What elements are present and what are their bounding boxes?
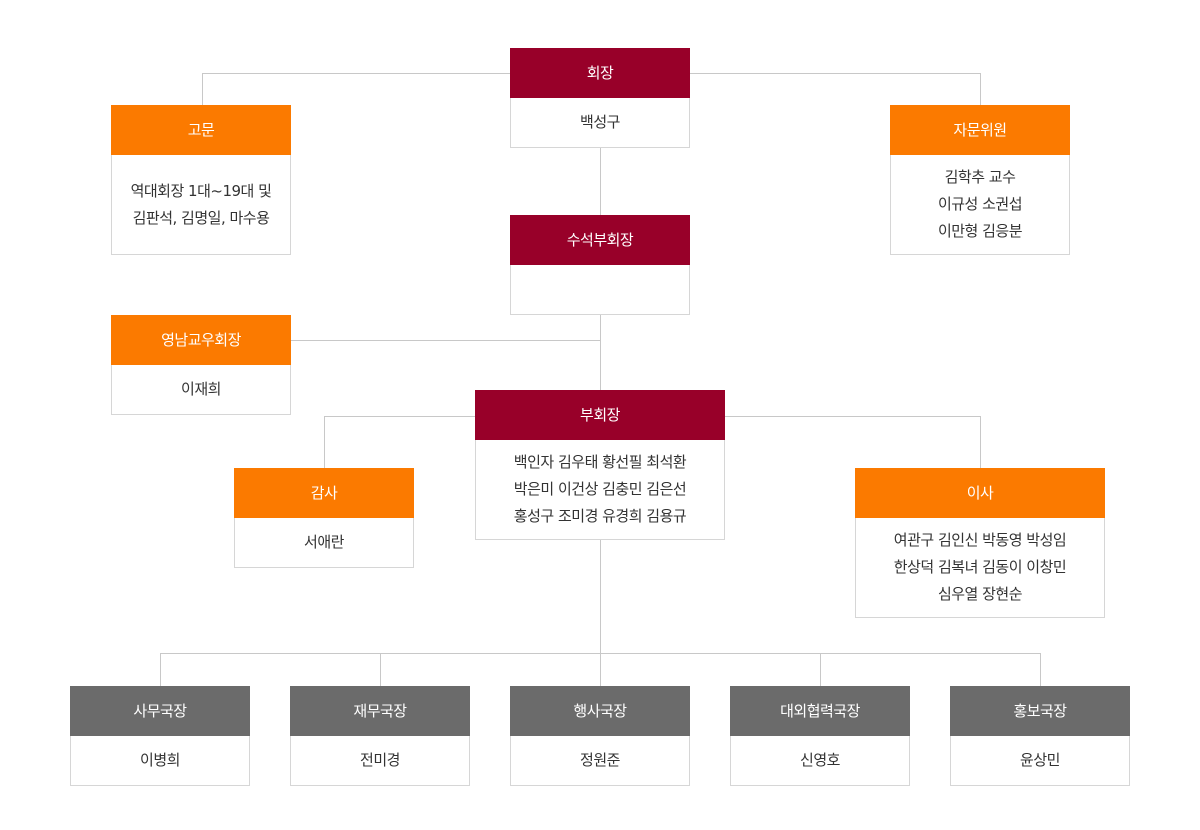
directors-title: 이사 (855, 468, 1105, 518)
auditor-members: 서애란 (234, 518, 414, 568)
directors-box: 이사 여관구 김인신 박동영 박성임 한상덕 김복녀 김동이 이창민 심우열 장… (855, 468, 1105, 618)
member-line: 한상덕 김복녀 김동이 이창민 (893, 558, 1067, 576)
chairman-title: 회장 (510, 48, 690, 98)
member-line: 여관구 김인신 박동영 박성임 (893, 531, 1067, 549)
member-line: 이만형 김응분 (937, 222, 1023, 240)
vice-chairman-box: 부회장 백인자 김우태 황선필 최석환 박은미 이건상 김충민 김은선 홍성구 … (475, 390, 725, 540)
connector-line (160, 653, 1040, 654)
pr-director-title: 홍보국장 (950, 686, 1130, 736)
events-director-box: 행사국장 정원준 (510, 686, 690, 786)
vice-chairman-title: 부회장 (475, 390, 725, 440)
connector-line (980, 73, 981, 105)
directors-members: 여관구 김인신 박동영 박성임 한상덕 김복녀 김동이 이창민 심우열 장현순 (855, 518, 1105, 618)
member-name: 이재희 (181, 380, 221, 398)
advisor-title: 고문 (111, 105, 291, 155)
member-name: 정원준 (580, 751, 620, 769)
advisory-committee-title: 자문위원 (890, 105, 1070, 155)
senior-vice-chairman-title: 수석부회장 (510, 215, 690, 265)
member-name: 윤상민 (1020, 751, 1060, 769)
connector-line (202, 73, 203, 105)
connector-line (600, 540, 601, 686)
external-relations-director-box: 대외협력국장 신영호 (730, 686, 910, 786)
secretary-general-box: 사무국장 이병희 (70, 686, 250, 786)
member-line: 역대회장 1대~19대 및 (130, 181, 272, 200)
member-line: 홍성구 조미경 유경희 김용규 (513, 507, 687, 525)
finance-director-box: 재무국장 전미경 (290, 686, 470, 786)
connector-line (820, 653, 821, 686)
senior-vice-chairman-box: 수석부회장 (510, 215, 690, 315)
external-relations-director-title: 대외협력국장 (730, 686, 910, 736)
advisory-committee-members: 김학추 교수 이규성 소권섭 이만형 김응분 (890, 155, 1070, 255)
connector-line (324, 416, 325, 468)
vice-chairman-members: 백인자 김우태 황선필 최석환 박은미 이건상 김충민 김은선 홍성구 조미경 … (475, 440, 725, 540)
member-name: 서애란 (304, 533, 344, 551)
chairman-box: 회장 백성구 (510, 48, 690, 148)
member-line: 심우열 장현순 (937, 585, 1023, 603)
advisor-members: 역대회장 1대~19대 및 김판석, 김명일, 마수용 (111, 155, 291, 255)
pr-director-members: 윤상민 (950, 736, 1130, 786)
secretary-general-title: 사무국장 (70, 686, 250, 736)
connector-line (160, 653, 161, 686)
events-director-title: 행사국장 (510, 686, 690, 736)
member-name: 이병희 (140, 751, 180, 769)
member-line: 백인자 김우태 황선필 최석환 (513, 453, 687, 471)
pr-director-box: 홍보국장 윤상민 (950, 686, 1130, 786)
chairman-members: 백성구 (510, 98, 690, 148)
external-relations-director-members: 신영호 (730, 736, 910, 786)
senior-vice-chairman-members (510, 265, 690, 315)
auditor-box: 감사 서애란 (234, 468, 414, 568)
member-name: 백성구 (580, 113, 620, 131)
member-line: 이규성 소권섭 (937, 195, 1023, 213)
advisor-box: 고문 역대회장 1대~19대 및 김판석, 김명일, 마수용 (111, 105, 291, 255)
finance-director-title: 재무국장 (290, 686, 470, 736)
connector-line (380, 653, 381, 686)
yeongnam-chairman-members: 이재희 (111, 365, 291, 415)
connector-line (290, 340, 600, 341)
finance-director-members: 전미경 (290, 736, 470, 786)
member-name: 전미경 (360, 751, 400, 769)
member-line: 박은미 이건상 김충민 김은선 (513, 480, 687, 498)
member-name: 신영호 (800, 751, 840, 769)
secretary-general-members: 이병희 (70, 736, 250, 786)
connector-line (980, 416, 981, 468)
member-line: 김판석, 김명일, 마수용 (132, 208, 270, 227)
connector-line (1040, 653, 1041, 686)
yeongnam-chairman-title: 영남교우회장 (111, 315, 291, 365)
auditor-title: 감사 (234, 468, 414, 518)
yeongnam-chairman-box: 영남교우회장 이재희 (111, 315, 291, 415)
member-line: 김학추 교수 (944, 168, 1016, 186)
advisory-committee-box: 자문위원 김학추 교수 이규성 소권섭 이만형 김응분 (890, 105, 1070, 255)
events-director-members: 정원준 (510, 736, 690, 786)
